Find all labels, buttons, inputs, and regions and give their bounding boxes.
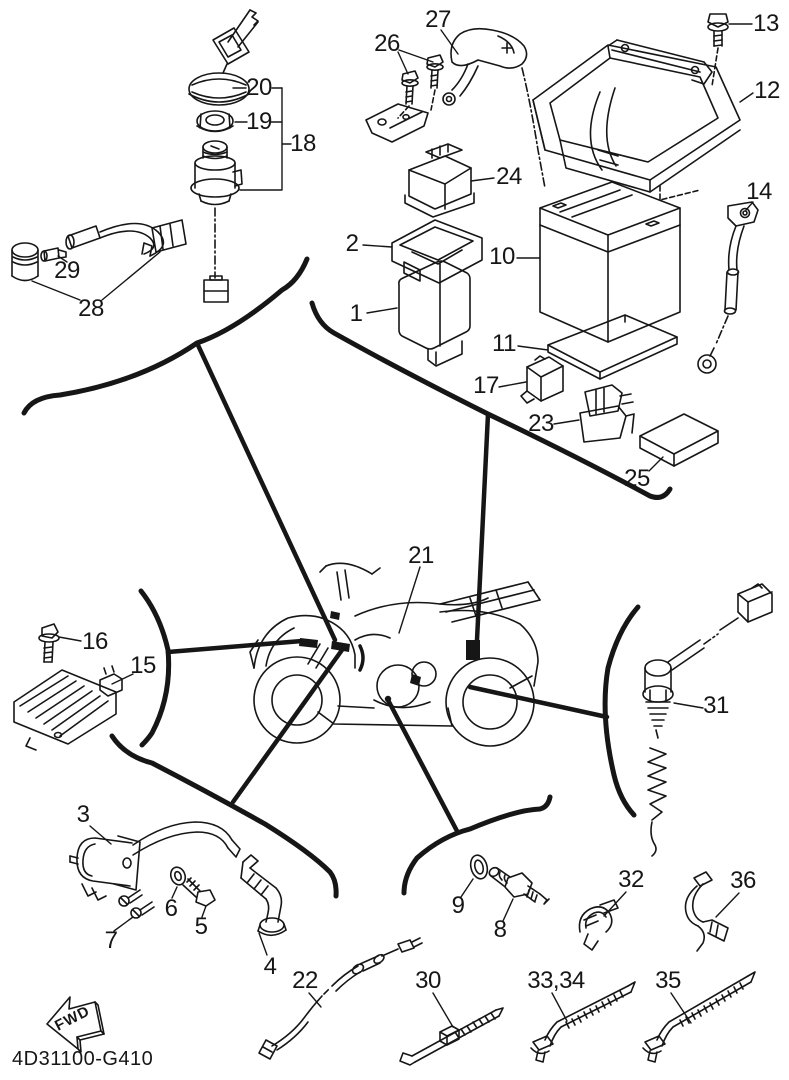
part-cdi-holder-2 [391, 219, 483, 284]
part-battery-box-12 [532, 39, 741, 201]
part-indicator-light-28 [11, 219, 187, 282]
leader-anchor-dot [384, 695, 392, 703]
group-divider-curves [21, 256, 673, 899]
part-clamp-36 [684, 871, 729, 952]
part-bulb-29 [40, 247, 67, 262]
part-sensor-31 [642, 583, 773, 857]
part-band-35 [642, 971, 756, 1063]
part-regulator-15 [13, 665, 123, 751]
part-starter-relay-24 [404, 143, 475, 218]
part-mount-bracket [365, 103, 429, 143]
part-band-30 [399, 1007, 504, 1066]
atv-illustration [249, 562, 541, 747]
part-screws-7 [118, 889, 155, 919]
part-key-20 [188, 9, 259, 106]
part-bolts-26 [397, 54, 444, 119]
part-relay-17 [520, 355, 564, 404]
part-gasket-9 [469, 854, 489, 880]
callout-leader-lines [31, 23, 754, 1028]
part-plug-cap-4 [240, 854, 287, 937]
part-battery-pad-11 [547, 314, 678, 380]
part-sub-lead-22 [258, 937, 423, 1060]
part-band-33-34 [530, 981, 636, 1063]
part-cdi-unit-1 [398, 260, 471, 367]
part-terminal-cover-27 [442, 27, 546, 189]
part-bolt-5 [182, 877, 216, 907]
group-leader-lines [165, 340, 610, 834]
part-clamp-32 [578, 899, 619, 951]
part-bolt-16 [38, 623, 60, 663]
part-washer-6 [169, 866, 187, 886]
part-relay-23 [579, 384, 635, 443]
part-nut-19 [196, 110, 234, 133]
diagram-code: 4D31100-G410 [12, 1048, 154, 1070]
part-spark-plug-8 [488, 866, 550, 905]
part-bolt-13 [707, 13, 729, 87]
part-main-switch-18 [190, 140, 243, 303]
fwd-arrow: FWD [46, 996, 105, 1053]
part-battery-10 [539, 181, 681, 343]
part-fuse-box-25 [639, 413, 719, 467]
part-negative-lead-14 [697, 201, 759, 374]
part-ignition-coil-3 [69, 821, 241, 901]
